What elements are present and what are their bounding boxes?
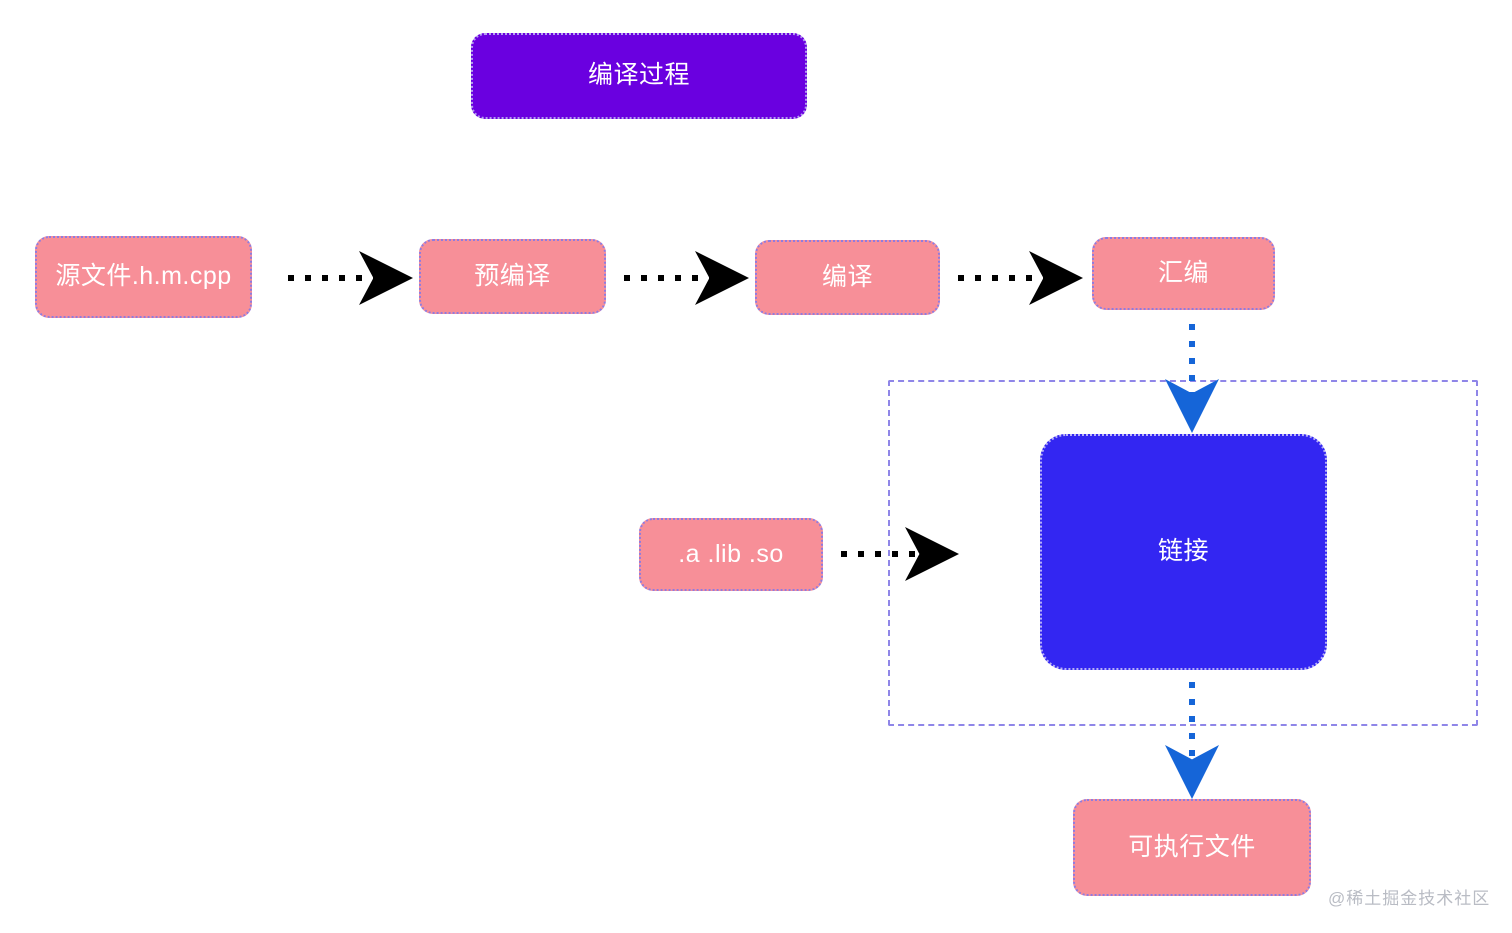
process-node-libraries[interactable]: .a .lib .so bbox=[639, 518, 823, 591]
process-node-assemble-label: 汇编 bbox=[1157, 258, 1209, 287]
process-node-compile[interactable]: 编译 bbox=[755, 240, 940, 315]
process-node-source-file[interactable]: 源文件.h.m.cpp bbox=[35, 236, 252, 318]
process-node-assemble[interactable]: 汇编 bbox=[1092, 237, 1275, 310]
title-node-compilation-process[interactable]: 编译过程 bbox=[471, 33, 807, 119]
process-node-executable[interactable]: 可执行文件 bbox=[1073, 799, 1311, 896]
process-node-executable-label: 可执行文件 bbox=[1128, 832, 1256, 861]
process-node-compile-label: 编译 bbox=[821, 262, 873, 291]
process-node-source-file-label: 源文件.h.m.cpp bbox=[55, 262, 232, 291]
process-node-libraries-label: .a .lib .so bbox=[678, 539, 784, 568]
title-node-label: 编译过程 bbox=[587, 61, 690, 90]
process-node-link-label: 链接 bbox=[1157, 537, 1209, 566]
process-node-precompile-label: 预编译 bbox=[474, 261, 551, 290]
process-node-precompile[interactable]: 预编译 bbox=[419, 239, 606, 314]
watermark: @稀土掘金技术社区 bbox=[1328, 889, 1491, 908]
process-node-link[interactable]: 链接 bbox=[1040, 434, 1327, 670]
